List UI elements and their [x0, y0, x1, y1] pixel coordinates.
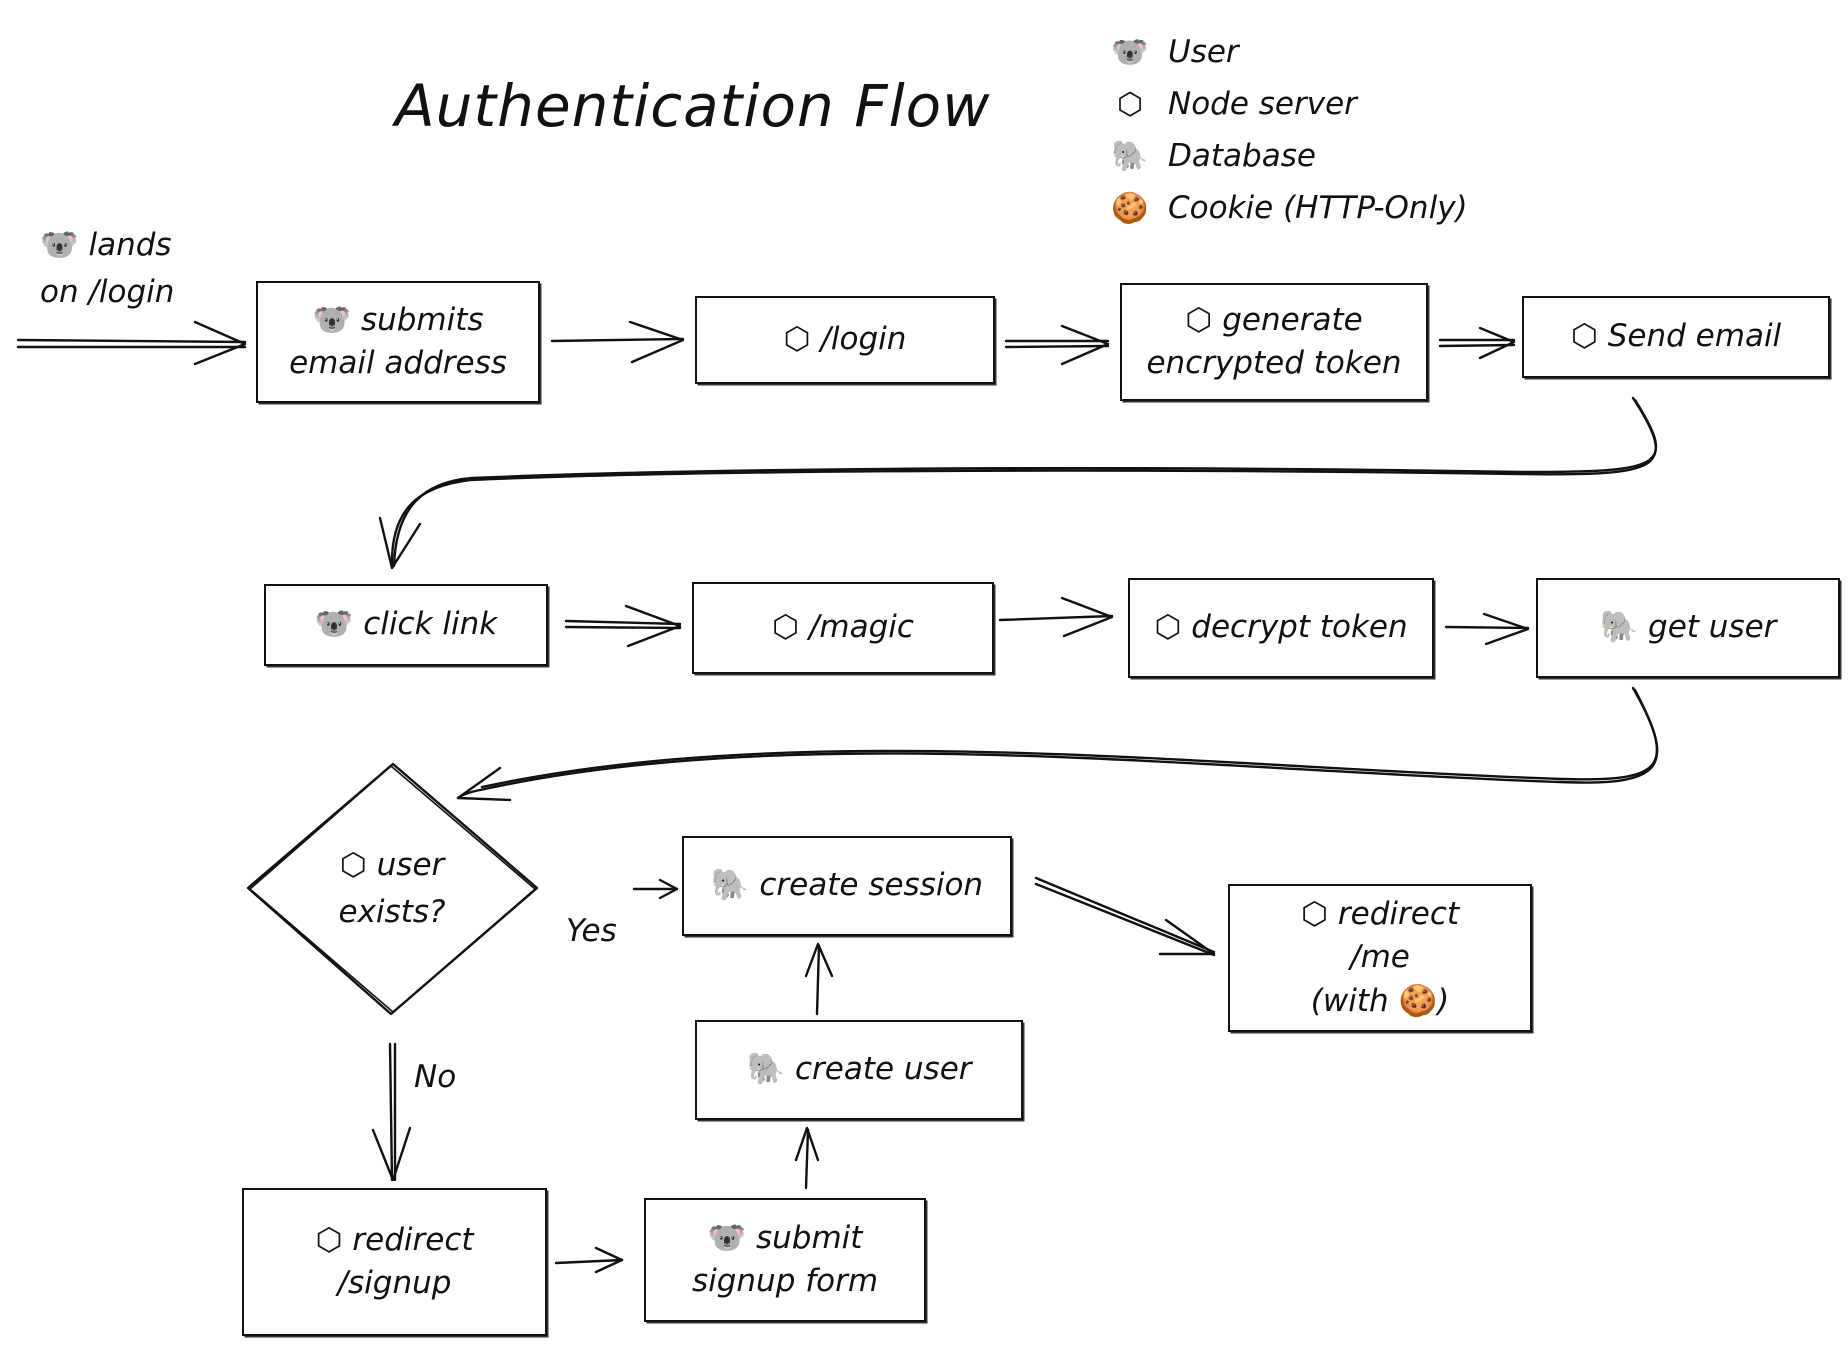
- node-label: redirect: [352, 1221, 474, 1258]
- node-label: encrypted token: [1146, 345, 1402, 381]
- node-label: decrypt token: [1191, 609, 1408, 646]
- edge-label-no: No: [414, 1059, 457, 1095]
- koala-icon: 🐨: [707, 1219, 747, 1256]
- legend-item-database: 🐘 Database: [1108, 130, 1468, 182]
- elephant-icon: 🐘: [1599, 609, 1639, 646]
- node-label: ): [1437, 982, 1450, 1019]
- hexagon-icon: ⬡: [339, 847, 367, 883]
- node-submit-email: 🐨 submits email address: [256, 281, 540, 403]
- node-redirect-signup: ⬡ redirect /signup: [242, 1188, 547, 1336]
- koala-icon: 🐨: [40, 227, 79, 263]
- node-label: (with: [1310, 982, 1399, 1019]
- cookie-icon: 🍪: [1398, 982, 1438, 1019]
- arrow-redirectsignup-to-submit: [554, 1246, 624, 1274]
- legend-label: User: [1168, 34, 1239, 70]
- koala-icon: 🐨: [312, 301, 352, 338]
- legend-label: Database: [1168, 138, 1316, 174]
- decision-diamond: [246, 762, 539, 1016]
- arrow-no-to-signup: [371, 1042, 412, 1182]
- legend-item-cookie: 🍪 Cookie (HTTP-Only): [1108, 182, 1468, 234]
- arrow-getuser-to-exists: [456, 686, 1659, 802]
- legend-item-user: 🐨 User: [1108, 26, 1468, 78]
- hexagon-icon: ⬡: [772, 609, 800, 646]
- start-label: 🐨 lands on /login: [40, 222, 174, 315]
- koala-icon: 🐨: [314, 606, 354, 643]
- start-line-2: on /login: [40, 273, 175, 310]
- node-label: user: [376, 847, 445, 883]
- node-label: create user: [794, 1051, 972, 1088]
- elephant-icon: 🐘: [746, 1051, 786, 1088]
- hexagon-icon: ⬡: [1570, 318, 1598, 355]
- node-generate-token: ⬡ generate encrypted token: [1120, 283, 1428, 401]
- node-label: /login: [820, 321, 907, 358]
- node-label: signup form: [691, 1263, 879, 1299]
- node-label: exists?: [338, 893, 446, 930]
- node-create-session: 🐘 create session: [682, 836, 1012, 936]
- edge-label-yes: Yes: [566, 913, 617, 949]
- hexagon-icon: ⬡: [1300, 895, 1329, 932]
- node-label: /signup: [337, 1265, 452, 1301]
- arrow-start-to-submit: [16, 320, 247, 366]
- hexagon-icon: ⬡: [315, 1221, 343, 1258]
- node-label: click link: [363, 606, 498, 643]
- elephant-icon: 🐘: [710, 867, 750, 904]
- node-label: submit: [756, 1219, 863, 1256]
- node-decrypt-token: ⬡ decrypt token: [1128, 578, 1434, 678]
- cookie-icon: 🍪: [1111, 190, 1149, 226]
- arrow-submit-to-login: [550, 320, 685, 364]
- elephant-icon: 🐘: [1111, 138, 1149, 174]
- node-click-link: 🐨 click link: [264, 584, 548, 666]
- node-create-user: 🐘 create user: [695, 1020, 1023, 1120]
- node-get-user: 🐘 get user: [1536, 578, 1840, 678]
- arrow-login-to-generate: [1004, 324, 1110, 366]
- arrow-createuser-to-session: [804, 942, 834, 1016]
- node-redirect-me: ⬡ redirect /me (with 🍪): [1228, 884, 1532, 1032]
- node-label: redirect: [1337, 895, 1460, 932]
- node-login: ⬡ /login: [695, 296, 995, 384]
- arrow-click-to-magic: [564, 604, 682, 648]
- legend-label: Node server: [1168, 86, 1357, 122]
- node-label: create session: [759, 867, 984, 904]
- node-label: generate: [1222, 301, 1363, 338]
- node-user-exists: ⬡ user exists?: [292, 842, 492, 935]
- node-label: Send email: [1607, 318, 1782, 355]
- start-line-1: lands: [88, 227, 172, 263]
- arrow-magic-to-decrypt: [998, 596, 1114, 638]
- node-submit-signup: 🐨 submit signup form: [644, 1198, 926, 1322]
- hexagon-icon: ⬡: [1185, 301, 1213, 338]
- arrow-session-to-me: [1034, 876, 1216, 957]
- node-label: email address: [289, 345, 507, 381]
- arrow-generate-to-send: [1438, 326, 1516, 360]
- node-label: submits: [360, 301, 484, 338]
- node-label: /me: [1350, 939, 1410, 976]
- arrow-decrypt-to-getuser: [1444, 612, 1530, 646]
- hexagon-icon: ⬡: [783, 321, 811, 358]
- hexagon-icon: ⬡: [1116, 86, 1144, 122]
- legend-label: Cookie (HTTP-Only): [1168, 190, 1468, 226]
- node-label: /magic: [808, 609, 914, 646]
- arrow-signup-to-createuser: [794, 1126, 820, 1190]
- node-send-email: ⬡ Send email: [1522, 296, 1830, 378]
- arrow-yes-to-session: [632, 878, 679, 900]
- diagram-title: Authentication Flow: [395, 72, 991, 140]
- koala-icon: 🐨: [1111, 34, 1149, 70]
- hexagon-icon: ⬡: [1154, 609, 1182, 646]
- node-label: get user: [1648, 609, 1777, 646]
- legend: 🐨 User ⬡ Node server 🐘 Database 🍪 Cookie…: [1108, 26, 1468, 234]
- arrow-send-to-click: [378, 396, 1658, 570]
- legend-item-node-server: ⬡ Node server: [1108, 78, 1468, 130]
- node-magic: ⬡ /magic: [692, 582, 994, 674]
